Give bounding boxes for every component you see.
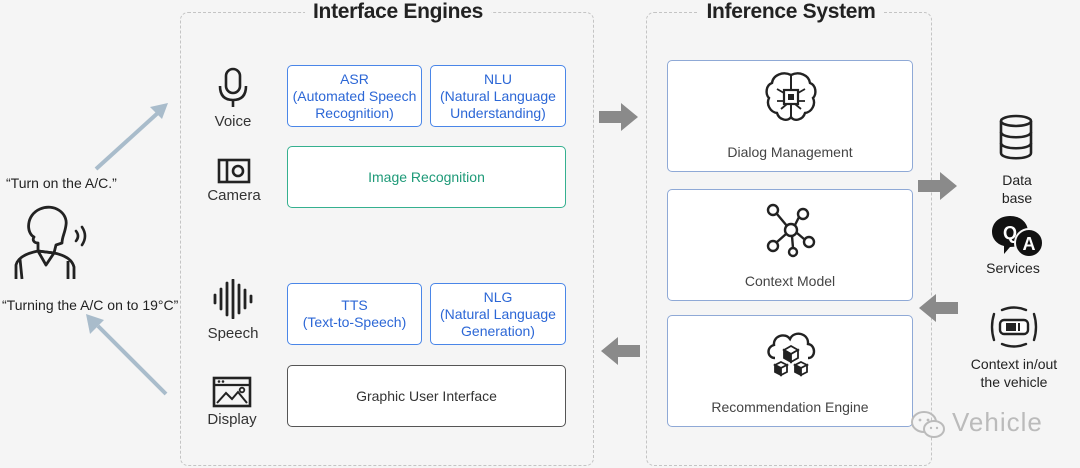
interface-engines-title: Interface Engines <box>305 0 491 24</box>
voice-label: Voice <box>214 113 252 130</box>
database-label: Data base <box>1001 172 1033 206</box>
image-recognition-text: Image Recognition <box>368 168 485 185</box>
brain-chip-icon <box>765 72 817 121</box>
context-model-text: Context Model <box>744 273 836 289</box>
speaking-person-icon <box>14 205 87 280</box>
image-recognition-box: Image Recognition <box>287 146 566 208</box>
arrow-user-to-voice <box>94 103 168 171</box>
camera-icon <box>217 158 251 184</box>
dialog-management-text: Dialog Management <box>727 144 853 160</box>
arrow-right-to-inference <box>599 103 638 131</box>
watermark-text: Vehicle <box>952 407 1043 437</box>
svg-text:A: A <box>1023 234 1036 254</box>
services-label: Services <box>986 260 1040 276</box>
display-icon <box>212 376 252 408</box>
gui-text: Graphic User Interface <box>356 387 497 404</box>
recommendation-engine-text: Recommendation Engine <box>711 399 869 415</box>
nlu-text: NLU (Natural Language Understanding) <box>440 70 556 121</box>
context-model-box: Context Model <box>667 189 913 301</box>
arrow-right-to-database <box>918 172 957 200</box>
dialog-management-box: Dialog Management <box>667 60 913 172</box>
svg-text:Q: Q <box>1003 223 1017 243</box>
asr-text: ASR (Automated Speech Recognition) <box>292 70 417 121</box>
quote-turning-ac: “Turning the A/C on to 19°C” <box>2 297 179 313</box>
nlg-box: NLG (Natural Language Generation) <box>430 283 566 345</box>
context-vehicle-label: Context in/out the vehicle <box>970 356 1058 390</box>
qa-icon: Q A <box>992 216 1044 258</box>
asr-box: ASR (Automated Speech Recognition) <box>287 65 422 127</box>
tts-box: TTS (Text-to-Speech) <box>287 283 422 345</box>
arrow-left-from-context <box>919 294 958 322</box>
display-label: Display <box>207 411 257 428</box>
microphone-icon <box>218 67 248 107</box>
tts-text: TTS (Text-to-Speech) <box>302 297 407 330</box>
recommendation-engine-box: Recommendation Engine <box>667 315 913 427</box>
network-nodes-icon <box>766 203 816 258</box>
nlg-text: NLG (Natural Language Generation) <box>440 288 556 339</box>
vehicle-sensor-icon <box>990 306 1038 348</box>
nlu-box: NLU (Natural Language Understanding) <box>430 65 566 127</box>
wechat-logo-icon <box>911 411 945 438</box>
arrow-display-to-user <box>86 314 168 396</box>
inference-system-title: Inference System <box>698 0 884 24</box>
database-icon <box>999 114 1033 160</box>
sound-wave-icon <box>213 279 253 319</box>
arrow-left-to-interface <box>601 337 640 365</box>
camera-label: Camera <box>207 187 261 204</box>
speech-label: Speech <box>207 325 259 342</box>
quote-turn-on-ac: “Turn on the A/C.” <box>6 175 117 191</box>
gui-box: Graphic User Interface <box>287 365 566 427</box>
cloud-cubes-icon <box>767 332 816 377</box>
